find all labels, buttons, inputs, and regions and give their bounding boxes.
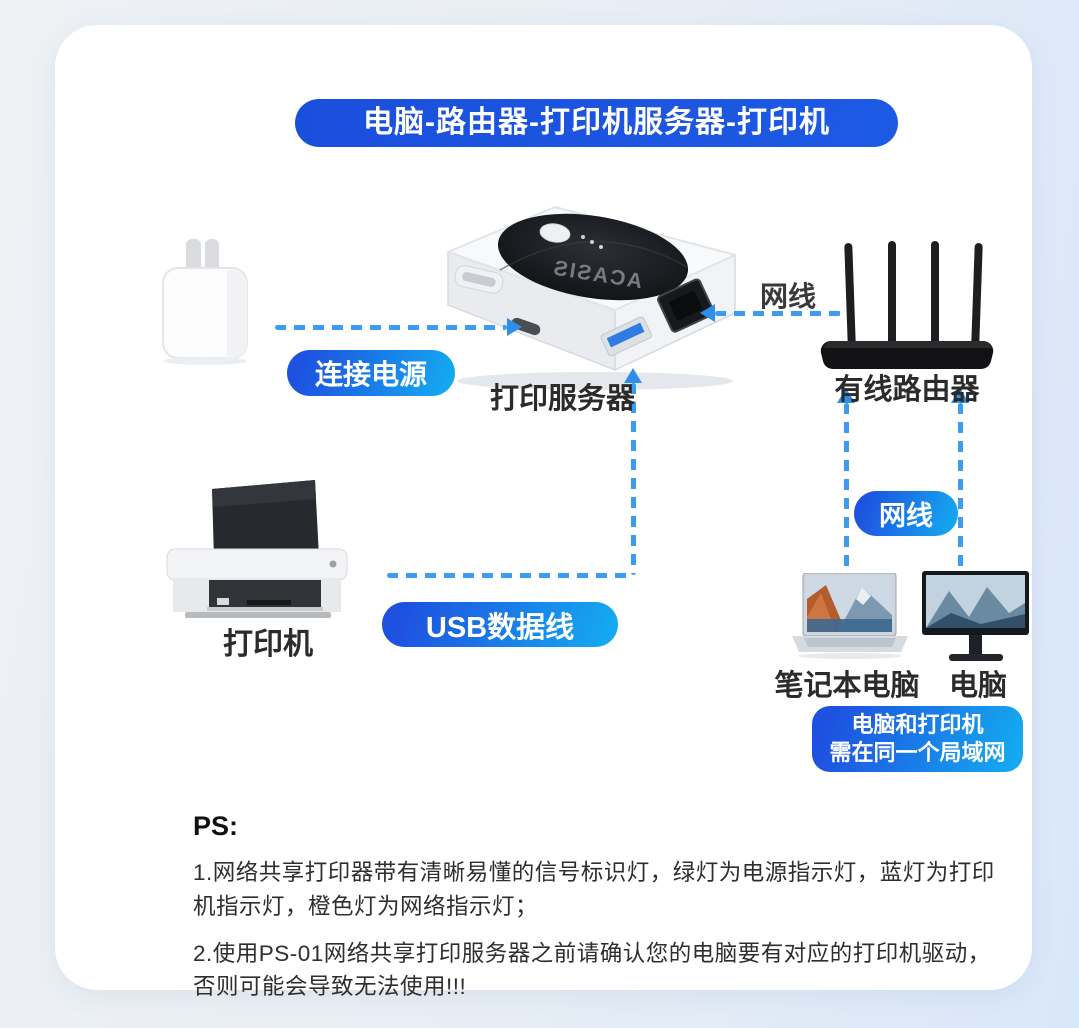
adapter-prong — [186, 239, 201, 275]
server-shadow — [457, 372, 733, 390]
lan-cable-label: 网线 — [879, 501, 933, 531]
print-server-label: 打印服务器 — [489, 383, 635, 415]
usb-cable-dashed-line-vertical — [631, 383, 636, 575]
printer-output-lip — [207, 607, 323, 611]
usb-a-port — [600, 316, 652, 357]
router-cable-label: 网线 — [759, 281, 816, 312]
product-diagram-card: 电脑-路由器-打印机服务器-打印机 — [55, 25, 1032, 999]
laptop-wallpaper-water — [807, 619, 892, 632]
ethernet-port — [657, 278, 715, 333]
adapter-shading — [227, 270, 247, 358]
server-led — [581, 235, 585, 239]
server-button — [539, 223, 571, 243]
note-item-2: 2.使用PS-01网络共享打印服务器之前请确认您的电脑要有对应的打印机驱动，否则… — [193, 940, 991, 1000]
laptop-lan-dashed-line — [844, 403, 849, 570]
desktop-label: 电脑 — [948, 670, 1007, 702]
usb-cable-pill: USB数据线 — [382, 602, 618, 647]
printer-base — [185, 612, 331, 618]
power-adapter-illustration — [162, 239, 248, 365]
printer-label: 打印机 — [223, 628, 313, 661]
adapter-prong — [205, 239, 219, 275]
disc-sheen — [499, 241, 688, 271]
router-cable-dashed-line — [715, 311, 841, 316]
printer-inner-detail — [217, 598, 229, 605]
power-cable-dashed-line — [275, 325, 507, 330]
inkjet-printer-illustration — [166, 480, 348, 618]
monitor-base — [949, 654, 1003, 661]
server-led — [599, 245, 603, 249]
router-cable-arrow — [700, 304, 715, 322]
usb-cable-label: USB数据线 — [425, 611, 575, 644]
router-label: 有线路由器 — [834, 374, 980, 406]
laptop-wallpaper-snowcap — [856, 587, 871, 605]
printer-top-cover — [166, 548, 348, 581]
laptop-label: 笔记本电脑 — [774, 670, 920, 702]
desktop-lan-arrow — [951, 388, 969, 403]
monitor-stand — [969, 635, 982, 654]
lan-cable-pill: 网线 — [854, 491, 958, 536]
laptop-keyboard — [804, 638, 896, 647]
adapter-shadow — [163, 357, 247, 365]
desktop-lan-dashed-line — [958, 403, 963, 570]
printer-inner-detail — [247, 600, 291, 605]
note-item-1: 1.网络共享打印器带有清晰易懂的信号标识灯，绿灯为电源指示灯，蓝灯为打印机指示灯… — [193, 860, 995, 919]
same-lan-pill: 电脑和打印机 需在同一个局域网 — [812, 706, 1023, 772]
laptop-lan-arrow — [837, 388, 855, 403]
router-antennas — [844, 241, 983, 345]
print-server-illustration: ACASIS — [447, 206, 736, 390]
desktop-monitor-illustration — [922, 571, 1029, 661]
notes-heading: PS: — [193, 811, 239, 841]
printer-tray-top — [212, 480, 316, 507]
router-body-top — [823, 341, 992, 348]
wireless-router-illustration — [820, 241, 994, 370]
same-lan-line1: 电脑和打印机 — [851, 712, 984, 737]
monitor-wallpaper-ridge — [926, 613, 1025, 628]
server-led — [590, 240, 594, 244]
connect-power-pill: 连接电源 — [287, 350, 455, 396]
notes-section: PS: 1.网络共享打印器带有清晰易懂的信号标识灯，绿灯为电源指示灯，蓝灯为打印… — [193, 811, 1011, 1017]
same-lan-line2: 需在同一个局域网 — [829, 740, 1006, 765]
usb-cable-arrow — [624, 368, 642, 383]
title-banner: 电脑-路由器-打印机服务器-打印机 — [295, 99, 898, 147]
server-side-vent-inner — [462, 272, 496, 287]
printer-power-button — [329, 560, 337, 568]
laptop-shadow — [798, 653, 902, 659]
title-text: 电脑-路由器-打印机服务器-打印机 — [363, 106, 830, 139]
power-cable-arrow — [507, 318, 522, 336]
connect-power-label: 连接电源 — [314, 359, 427, 390]
laptop-illustration — [792, 573, 908, 659]
usb-cable-dashed-line-horizontal — [387, 573, 633, 578]
